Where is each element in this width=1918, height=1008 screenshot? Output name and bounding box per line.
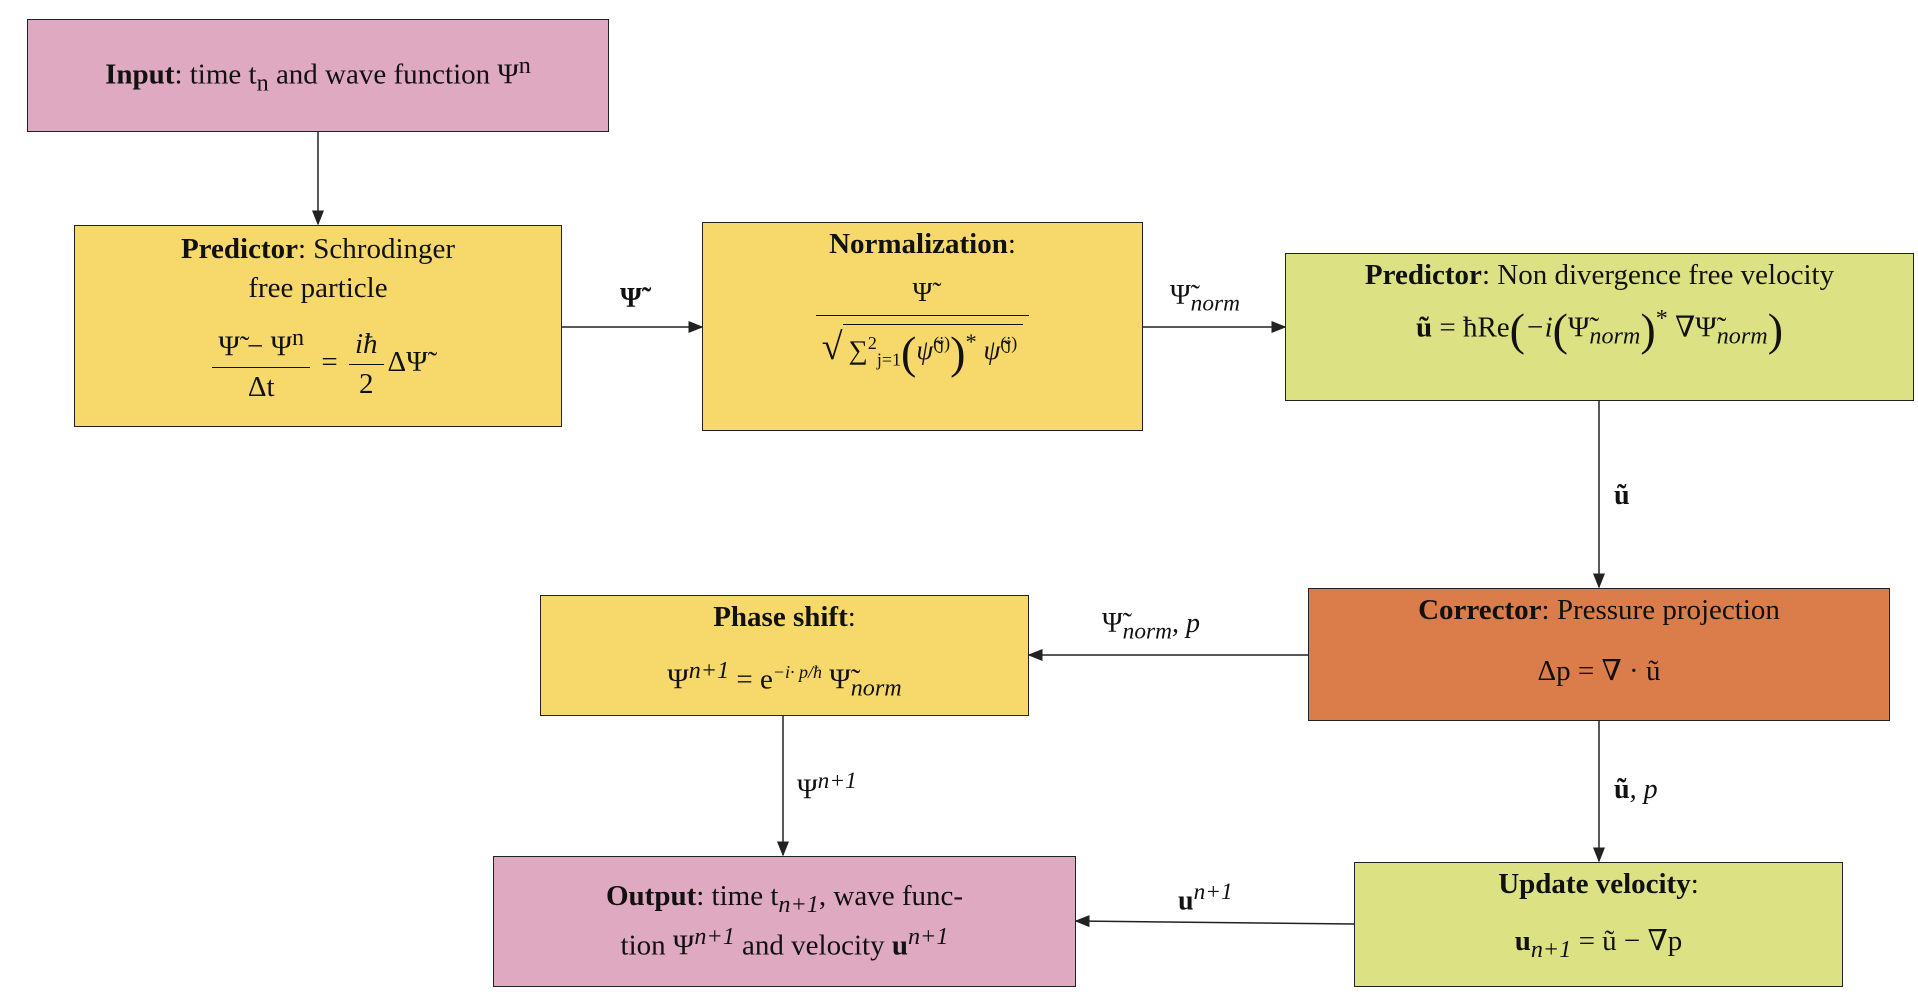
edge-u-next-text: u xyxy=(1178,885,1194,917)
predictor1-rden: 2 xyxy=(359,368,374,401)
input-title: Input xyxy=(105,59,175,92)
edge-phase-in-sub: norm xyxy=(1122,618,1172,645)
edge-psi-next-text: Ψ xyxy=(797,774,818,806)
output-box: Output: time tn+1, wave func- tion Ψn+1 … xyxy=(493,856,1076,987)
phase-exp: −i· p/ħ xyxy=(772,662,823,683)
edge-phase-in-p: , p xyxy=(1171,608,1200,639)
predictor2-psi-sub: norm xyxy=(1589,322,1641,350)
predictor2-star: * xyxy=(1655,305,1668,333)
predictor2-line1: : Non divergence free velocity xyxy=(1481,259,1835,291)
predictor2-eq: = ħRe xyxy=(1439,311,1510,344)
input-box: Input: time tn and wave function Ψn xyxy=(27,19,609,132)
edge-psi-tilde-text: Ψ̃ xyxy=(620,283,642,314)
phase-lhs: Ψ xyxy=(667,663,689,696)
update-colon: : xyxy=(1690,868,1699,900)
output-line1b: , wave func- xyxy=(818,879,964,912)
predictor-schrodinger-box: Predictor: Schrodinger free particle Ψ̃ … xyxy=(74,225,562,427)
edge-label-u-tilde: ũ xyxy=(1614,480,1630,512)
phase-lhs-sup: n+1 xyxy=(688,657,730,685)
corrector-title: Corrector xyxy=(1418,594,1542,626)
normalization-sum: ∑ xyxy=(848,334,868,365)
corrector-equation: Δp = ∇ · ũ xyxy=(1537,655,1661,688)
edge-psi-norm-text: Ψ̃ xyxy=(1170,280,1191,311)
predictor2-lhs: ũ xyxy=(1415,311,1433,344)
normalization-num: Ψ̃ xyxy=(815,274,1030,316)
edge-label-psi-next: Ψn+1 xyxy=(797,768,857,806)
predictor2-grad-sub: norm xyxy=(1716,322,1768,350)
predictor1-rhs: ΔΨ̃ xyxy=(387,346,428,379)
normalization-title: Normalization xyxy=(829,228,1008,260)
output-title: Output xyxy=(605,879,697,912)
phase-psi-sub: norm xyxy=(850,674,902,702)
output-line1a: : time t xyxy=(696,879,779,912)
output-line1-sub: n+1 xyxy=(778,890,819,918)
normalization-box: Normalization: Ψ̃ √∑2j=1(ψ̃(j))* ψ̃(j) xyxy=(702,222,1143,431)
corrector-line1: : Pressure projection xyxy=(1541,594,1780,626)
edge-label-psi-norm: Ψ̃norm xyxy=(1170,280,1240,318)
phase-psi: Ψ̃ xyxy=(822,663,851,696)
normalization-psi2: ψ̃ xyxy=(983,334,1001,365)
predictor1-den: Δt xyxy=(247,371,275,404)
predictor-velocity-box: Predictor: Non divergence free velocity … xyxy=(1285,253,1914,401)
normalization-sup2: (j) xyxy=(1000,332,1018,353)
edge-up-in-text: ũ xyxy=(1614,774,1630,805)
edge-label-update-in: ũ, p xyxy=(1614,774,1658,806)
predictor1-line1: : Schrodinger xyxy=(297,233,456,265)
update-eq: = ũ − ∇p xyxy=(1571,925,1683,958)
input-text: : time t xyxy=(174,59,257,92)
edge-u-next-sup: n+1 xyxy=(1193,879,1233,905)
update-lhs-sub: n+1 xyxy=(1530,935,1572,963)
normalization-star: * xyxy=(965,328,977,354)
normalization-psi1: ψ̃ xyxy=(916,334,934,365)
predictor1-eq: = xyxy=(321,346,338,379)
arrow-update-to-output xyxy=(1074,915,1355,928)
output-line2-sup: n+1 xyxy=(694,923,735,951)
predictor1-title: Predictor xyxy=(180,233,298,265)
predictor2-inner: −i xyxy=(1525,311,1553,344)
predictor1-rnum: iħ xyxy=(348,325,384,366)
phase-colon: : xyxy=(847,601,856,633)
edge-u-tilde-text: ũ xyxy=(1614,480,1630,511)
phase-eq: = e xyxy=(729,663,773,696)
predictor1-num-sup: n xyxy=(292,324,305,352)
phase-equation: Ψn+1 = e−i· p/ħ Ψ̃norm xyxy=(541,655,1028,705)
predictor2-grad: ∇Ψ̃ xyxy=(1675,311,1717,344)
corrector-box: Corrector: Pressure projection Δp = ∇ · … xyxy=(1308,588,1890,721)
input-sub: n xyxy=(256,69,269,97)
output-line2c: u xyxy=(891,929,908,962)
update-equation: un+1 = ũ − ∇p xyxy=(1355,922,1842,966)
output-line2-sup2: n+1 xyxy=(907,923,949,951)
edge-up-in-p: , p xyxy=(1629,774,1658,805)
predictor1-line2: free particle xyxy=(248,272,388,305)
predictor2-title: Predictor xyxy=(1364,259,1482,291)
update-lhs: u xyxy=(1514,925,1531,958)
predictor1-num: Ψ̃ − Ψ xyxy=(218,330,293,363)
edge-label-u-next: un+1 xyxy=(1178,879,1233,917)
normalization-sup1: (j) xyxy=(933,332,951,353)
update-velocity-box: Update velocity: un+1 = ũ − ∇p xyxy=(1354,862,1843,987)
normalization-sum-sub: j=1 xyxy=(876,348,902,369)
edge-label-psi-tilde: Ψ̃ xyxy=(620,283,642,315)
output-line2a: tion Ψ xyxy=(620,929,695,962)
edge-label-phase-in: Ψ̃norm, p xyxy=(1102,608,1200,646)
phase-title: Phase shift xyxy=(713,601,848,633)
predictor2-equation: ũ = ħRe(−i(Ψ̃norm)* ∇Ψ̃norm) xyxy=(1415,304,1784,356)
normalization-colon: : xyxy=(1007,228,1016,260)
predictor2-psi: Ψ̃ xyxy=(1567,311,1590,344)
output-line2b: and velocity xyxy=(734,929,892,962)
normalization-sum-sup: 2 xyxy=(867,332,877,353)
update-title: Update velocity xyxy=(1498,868,1691,900)
phase-shift-box: Phase shift: Ψn+1 = e−i· p/ħ Ψ̃norm xyxy=(540,595,1029,716)
normalization-equation: Ψ̃ √∑2j=1(ψ̃(j))* ψ̃(j) xyxy=(703,274,1142,375)
edge-psi-next-sup: n+1 xyxy=(817,768,857,794)
input-text2: and wave function Ψ xyxy=(268,59,519,92)
input-sup: n xyxy=(518,52,531,80)
edge-phase-in-text: Ψ̃ xyxy=(1102,608,1123,639)
edge-psi-norm-sub: norm xyxy=(1190,290,1240,317)
